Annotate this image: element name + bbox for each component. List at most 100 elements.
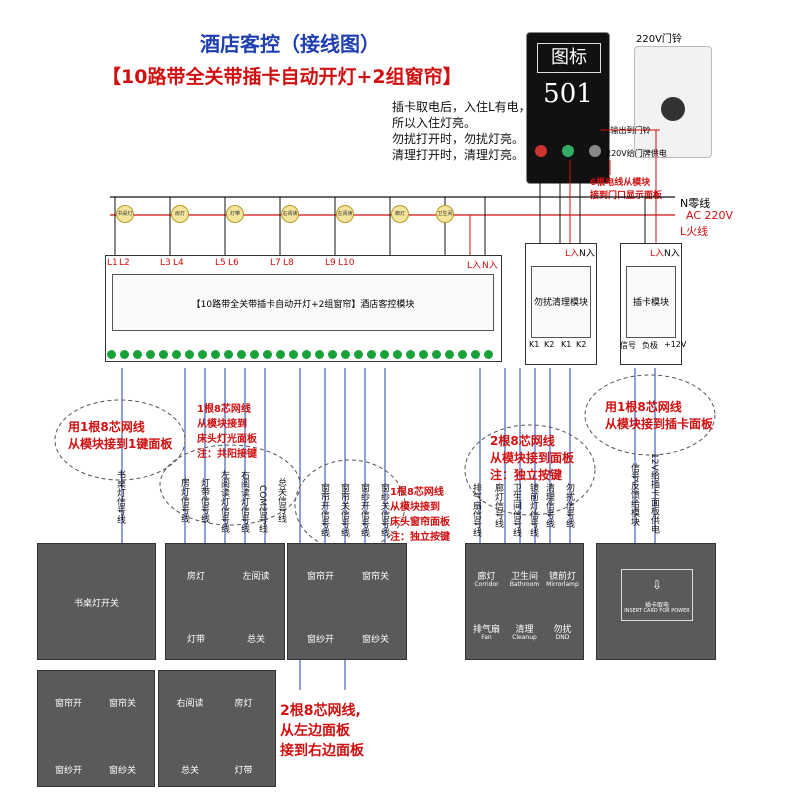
terminal [315,350,324,359]
terminal [484,350,493,359]
bedside-curtain-panel[interactable]: 窗帘开 窗帘关 窗纱开 窗纱关 [287,543,407,660]
desk-lamp-panel[interactable]: 书桌灯开关 [37,543,156,660]
panel-button-label[interactable]: 总关 [180,766,199,776]
term-label: K1 [561,340,572,349]
panel-button-label: Corridor [474,581,499,588]
page-title: 酒店客控（接线图） [200,32,380,56]
panel-button-label: Mirrorlamp [546,581,579,588]
terminal [250,350,259,359]
main-module-body: 【10路带全关带插卡自动开灯+2组窗帘】酒店客控模块 [112,274,494,331]
term-label: L入 [650,249,665,259]
panel-button-label[interactable]: 窗纱开 [54,766,82,776]
dnd-module-title: 勿扰清理模块 [533,298,588,308]
dnd-indicator-icon [535,145,547,157]
card-arrow-icon: ⇩ [651,578,663,592]
panel-button-label[interactable]: 勿扰 [553,625,572,635]
note-line: 从模块接到 [197,419,247,430]
term-label: L2 [119,258,130,268]
doorbell-body [634,46,712,158]
door-switch-panel[interactable]: 廊灯 Corridor 卫生间 Bathroom 镜前灯 Mirrorlamp … [465,543,584,660]
panel-button-label[interactable]: 窗纱关 [108,766,136,776]
panel-button-label[interactable]: 灯带 [234,766,253,776]
doorplate-icon-label: 图标 [537,43,601,73]
wire-label: 左阅读灯信号线 [219,470,229,533]
wire-label: 排气扇信号线 [471,483,481,537]
terminal [107,350,116,359]
terminal [120,350,129,359]
terminal [224,350,233,359]
term-label: L9 [325,258,336,268]
bottom-curtain-panel[interactable]: 窗帘开 窗帘关 窗纱开 窗纱关 [37,670,155,787]
terminal [380,350,389,359]
term-label: 信号 [620,341,636,350]
bottom-light-panel[interactable]: 右阅读 房灯 总关 灯带 [158,670,276,787]
term-label: K1 [529,340,540,349]
terminal [198,350,207,359]
note-line: 勿扰打开时，勿扰灯亮。 [392,132,525,146]
note-line: 从模块接到插卡面板 [605,417,714,431]
panel-button-label[interactable]: 窗帘关 [108,699,136,709]
note-line: 从左边面板 [280,723,350,739]
annotation-mid-net2: 1根8芯网线 从模块接到 床头窗帘面板 注：独立按键 [390,483,450,543]
terminal [211,350,220,359]
usage-notes: 插卡取电后，入住L有电， 所以入住灯亮。 勿扰打开时，勿扰灯亮。 清理打开时，清… [392,99,532,163]
wire-label: 清理信号线 [544,483,554,528]
note-line: 床头灯光面板 [197,434,257,445]
term-label: N入 [579,249,595,259]
panel-button-label[interactable]: 卫生间 [510,572,538,582]
panel-button-label[interactable]: 房灯 [234,699,253,709]
term-label: L3 [160,258,171,268]
card-slot-label-en: INSERT CARD FOR POWER [624,608,690,614]
card-module-title: 插卡模块 [632,298,669,308]
note-line: 注：独立按键 [390,532,450,543]
term-label: K2 [576,340,587,349]
wire-label: 12V给插卡面板供电 [649,453,659,534]
card-slot-label: 插卡取电 [644,602,669,609]
wire-label: 卫生间信号线 [511,483,521,537]
panel-button-label[interactable]: 窗纱关 [361,635,389,645]
panel-button-label[interactable]: 窗纱开 [306,635,334,645]
panel-button-label[interactable]: 房灯 [186,572,205,582]
panel-button-label[interactable]: 总关 [246,635,265,645]
term-label: +12V [664,340,687,349]
note-line: 从模块接到1键面板 [68,437,173,451]
annotation-left-net: 用1根8芯网线 从模块接到1键面板 [68,418,172,452]
note-line: 插卡取电后，入住L有电， [392,100,531,114]
wire-label: 窗帘关信号线 [339,483,349,537]
panel-button-label[interactable]: 廊灯 [477,572,496,582]
terminal [185,350,194,359]
card-slot[interactable]: ⇩ 插卡取电 INSERT CARD FOR POWER [621,569,693,621]
room-number: 501 [543,79,593,109]
ac-label: AC 220V [686,209,734,222]
doorbell-label: 220V门铃 [636,34,682,45]
terminal [354,350,363,359]
six-wires-note: 6根电线从模块 接到门口显示面板 [590,175,662,201]
card-power-panel[interactable]: ⇩ 插卡取电 INSERT CARD FOR POWER [596,543,716,660]
dnd-module-body: 勿扰清理模块 [531,266,591,338]
panel-button-label[interactable]: 窗帘关 [361,572,389,582]
terminal [133,350,142,359]
term-label: N入 [482,261,498,271]
panel-button-label[interactable]: 镜前灯 [548,572,576,582]
term-label: N入 [664,249,680,259]
note-line: 2根8芯网线, [280,703,361,719]
terminal [159,350,168,359]
annotation-mid-net1: 1根8芯网线 从模块接到 床头灯光面板 注：共阳接键 [197,400,257,460]
annotation-card-net: 用1根8芯网线 从模块接到插卡面板 [605,398,713,432]
panel-button-label[interactable]: 书桌灯开关 [73,599,119,609]
panel-button-label[interactable]: 清理 [515,625,534,635]
panel-button-label: DND [555,634,570,641]
terminal [263,350,272,359]
wire-label: 总关信号线 [276,478,286,523]
panel-button-label[interactable]: 窗帘开 [54,699,82,709]
panel-button-label[interactable]: 右阅读 [176,699,204,709]
panel-button-label[interactable]: 灯带 [186,635,205,645]
terminal [471,350,480,359]
panel-button-label[interactable]: 排气扇 [472,625,500,635]
bedside-light-panel[interactable]: 房灯 左阅读 灯带 总关 [165,543,285,660]
terminal [146,350,155,359]
terminal [406,350,415,359]
panel-button-label[interactable]: 窗帘开 [306,572,334,582]
panel-button-label[interactable]: 左阅读 [242,572,270,582]
